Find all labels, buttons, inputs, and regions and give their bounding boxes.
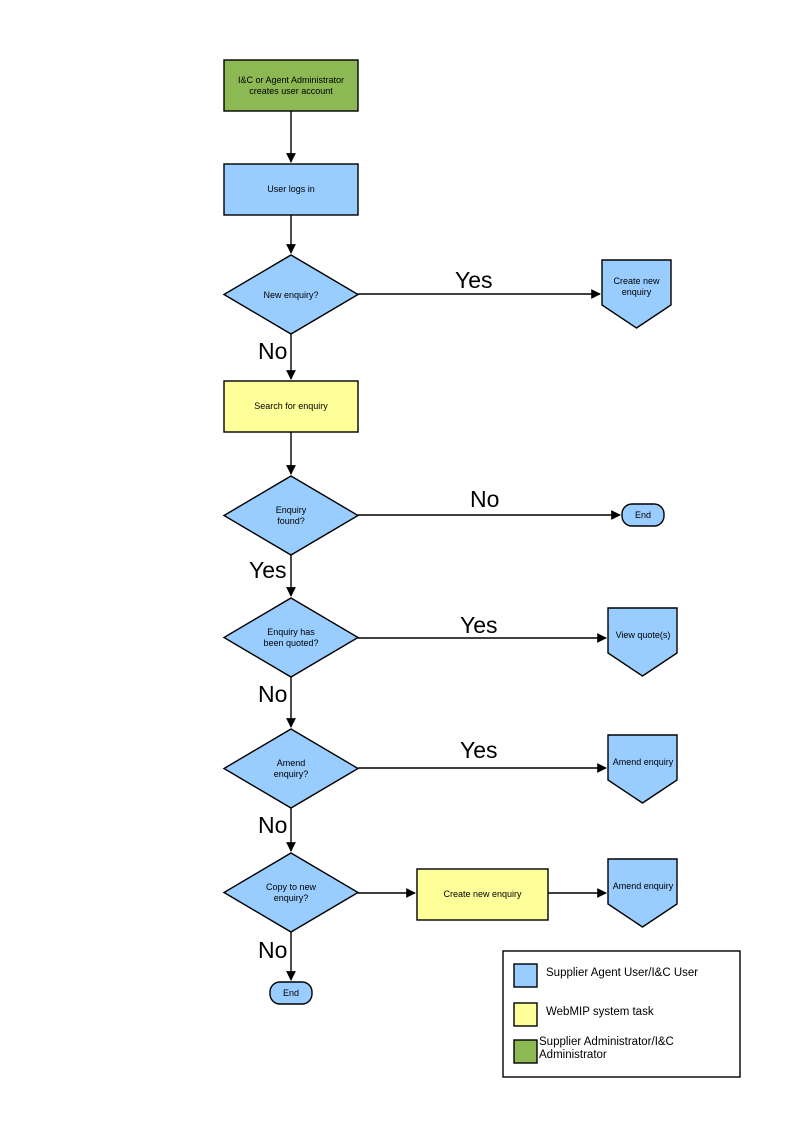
node-create-new-enquiry-bottom[interactable] xyxy=(416,868,549,921)
node-search-for-enquiry[interactable] xyxy=(223,380,359,433)
node-layer xyxy=(222,59,678,1005)
legend-swatch-system-yellow xyxy=(513,1002,538,1027)
node-enquiry-found-decision[interactable] xyxy=(222,475,360,556)
node-end-top[interactable] xyxy=(621,503,665,527)
node-label-end-top: End xyxy=(634,509,651,520)
node-amend-enquiry-decision[interactable] xyxy=(222,728,360,809)
legend-label-admin-green: Supplier Administrator/I&C Administrator xyxy=(539,1036,674,1061)
node-amend-enquiry-bottom[interactable] xyxy=(607,858,678,928)
edge-layer xyxy=(286,111,621,981)
node-create-new-enquiry-top[interactable] xyxy=(601,259,672,329)
edge-label-new-enquiry-yes: Yes xyxy=(455,267,493,293)
edge-label-found-no: No xyxy=(470,486,500,512)
legend-swatch-user-blue xyxy=(513,963,538,988)
legend-swatch-admin-green xyxy=(513,1039,538,1064)
node-end-bottom[interactable] xyxy=(269,981,313,1005)
node-copy-to-new-enquiry-decision[interactable] xyxy=(222,852,360,933)
node-view-quotes[interactable] xyxy=(607,607,678,677)
edge-label-amend-no: No xyxy=(258,812,288,838)
legend-label-user-blue: Supplier Agent User/I&C User xyxy=(546,967,699,979)
edge-label-amend-yes: Yes xyxy=(460,737,498,763)
edge-label-found-yes: Yes xyxy=(249,557,287,583)
edge-label-quoted-yes: Yes xyxy=(460,612,498,638)
edge-label-quoted-no: No xyxy=(258,681,288,707)
edge-label-copy-no: No xyxy=(258,937,288,963)
node-user-logs-in[interactable] xyxy=(223,163,359,216)
edge-label-new-enquiry-no: No xyxy=(258,338,288,364)
node-amend-enquiry-middle[interactable] xyxy=(607,734,678,804)
node-new-enquiry-decision[interactable] xyxy=(222,254,360,335)
node-admin-creates-account[interactable] xyxy=(223,59,359,112)
node-enquiry-quoted-decision[interactable] xyxy=(222,597,360,678)
node-label-end-bottom: End xyxy=(282,987,299,998)
legend-label-system-yellow: WebMIP system task xyxy=(546,1006,654,1018)
legend xyxy=(502,950,741,1078)
legend-border xyxy=(502,950,741,1078)
